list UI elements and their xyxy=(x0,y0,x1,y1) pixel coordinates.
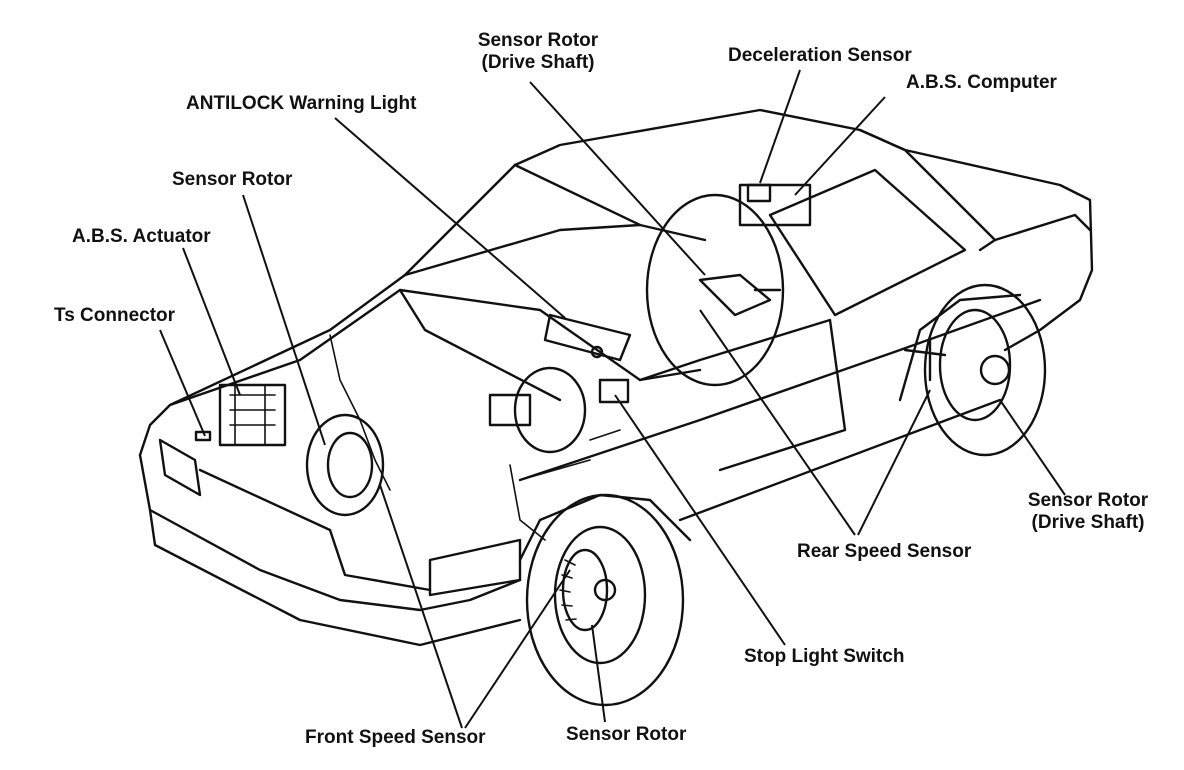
leader-sensor-rotor-bottom xyxy=(591,624,606,723)
side-crease xyxy=(518,298,1042,482)
label-sensor-rotor-drive-shaft-top: Sensor Rotor (Drive Shaft) xyxy=(468,30,608,74)
side-window xyxy=(768,168,967,317)
headlight-right xyxy=(428,538,522,597)
door-line xyxy=(638,318,847,472)
windshield xyxy=(403,223,707,277)
front-hub xyxy=(593,578,617,602)
hood-outline xyxy=(168,288,702,407)
leader-front-speed-sensor-b xyxy=(464,569,571,729)
label-stop-light-switch: Stop Light Switch xyxy=(744,646,905,667)
label-line: (Drive Shaft) xyxy=(481,52,595,73)
leader-sensor-rotor-drive-shaft-right xyxy=(999,399,1066,496)
leader-sensor-rotor-drive-shaft-top xyxy=(529,81,706,276)
master-cylinder xyxy=(488,393,532,427)
front-rotor-teeth xyxy=(559,559,577,621)
leader-ts-connector xyxy=(159,329,206,437)
hood-crease xyxy=(398,288,562,402)
leader-stop-light-switch xyxy=(614,394,786,646)
antilock-warning-light xyxy=(543,313,632,362)
label-deceleration-sensor: Deceleration Sensor xyxy=(728,45,912,66)
rear-drive-shaft-boot xyxy=(698,273,772,317)
label-front-speed-sensor: Front Speed Sensor xyxy=(305,727,486,748)
leader-abs-actuator xyxy=(182,247,241,396)
rear-hub xyxy=(979,354,1011,386)
leader-sensor-rotor-front-upper xyxy=(242,194,326,446)
leader-antilock-warning-light xyxy=(334,117,566,319)
leader-rear-speed-sensor-b xyxy=(857,389,931,536)
leader-abs-computer xyxy=(794,96,886,196)
abs-computer-box xyxy=(738,183,812,227)
rear-tire-inner xyxy=(938,308,1012,422)
label-sensor-rotor-front-upper: Sensor Rotor xyxy=(172,169,293,190)
stop-light-switch xyxy=(598,378,630,404)
rear-window xyxy=(858,128,997,252)
brake-booster xyxy=(513,366,587,454)
leader-deceleration-sensor xyxy=(759,69,801,184)
label-sensor-rotor-drive-shaft-right: Sensor Rotor (Drive Shaft) xyxy=(1018,490,1158,534)
headlight-left xyxy=(158,438,202,497)
front-lower xyxy=(148,508,522,647)
label-rear-speed-sensor: Rear Speed Sensor xyxy=(797,541,972,562)
grille xyxy=(198,468,432,592)
front-sensor-wire xyxy=(329,334,391,491)
car-body-outline xyxy=(138,108,1094,457)
rear-tire xyxy=(923,283,1047,457)
front-tire xyxy=(525,493,685,707)
brake-lines xyxy=(509,429,621,541)
rear-drive-shaft xyxy=(903,338,947,382)
label-ts-connector: Ts Connector xyxy=(54,305,176,326)
abs-actuator xyxy=(218,383,287,447)
label-sensor-rotor-bottom: Sensor Rotor xyxy=(566,724,687,745)
label-line: Sensor Rotor xyxy=(1027,490,1149,511)
label-line: Sensor Rotor xyxy=(477,30,599,51)
roof-line xyxy=(513,163,642,227)
leader-front-speed-sensor-a xyxy=(379,484,463,729)
rear-sensor-detail-circle xyxy=(645,193,785,387)
warning-light-bulb xyxy=(590,345,604,359)
trunk-line xyxy=(993,213,1092,242)
label-abs-computer: A.B.S. Computer xyxy=(906,72,1057,93)
deceleration-sensor-box xyxy=(746,183,772,203)
label-antilock-warning-light: ANTILOCK Warning Light xyxy=(186,93,417,114)
label-abs-actuator: A.B.S. Actuator xyxy=(72,226,211,247)
front-sensor-rotor-hood-inner xyxy=(326,431,374,499)
abs-actuator-detail xyxy=(229,384,276,446)
leader-rear-speed-sensor-a xyxy=(699,309,856,536)
label-line: (Drive Shaft) xyxy=(1031,512,1145,533)
front-sensor-rotor-hood xyxy=(305,413,385,517)
front-tire-inner xyxy=(553,525,647,665)
